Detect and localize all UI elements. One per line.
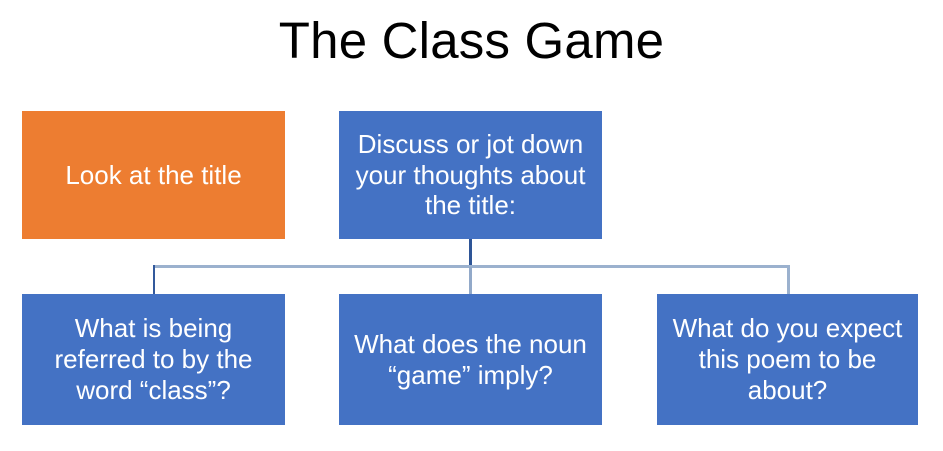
page-title: The Class Game [278,12,665,69]
flow-node-discuss-jot-down[interactable]: Discuss or jot down your thoughts about … [339,111,602,239]
connector-horizontal-bus [153,265,789,268]
connector-drop-right [787,265,790,294]
connector-stem-vertical [469,239,472,267]
flow-node-look-at-title-label: Look at the title [65,159,242,190]
flow-node-question-game-label: What does the noun “game” imply? [354,328,587,390]
flow-node-look-at-title[interactable]: Look at the title [22,111,285,239]
flow-node-question-class[interactable]: What is being referred to by the word “c… [22,294,285,425]
connector-drop-middle [469,267,472,294]
flow-node-question-poem[interactable]: What do you expect this poem to be about… [657,294,918,425]
flow-node-question-poem-label: What do you expect this poem to be about… [672,313,903,405]
flow-node-question-class-label: What is being referred to by the word “c… [54,313,253,405]
connector-drop-left [153,265,155,294]
flow-node-question-game[interactable]: What does the noun “game” imply? [339,294,602,425]
flow-node-discuss-jot-down-label: Discuss or jot down your thoughts about … [355,128,586,221]
